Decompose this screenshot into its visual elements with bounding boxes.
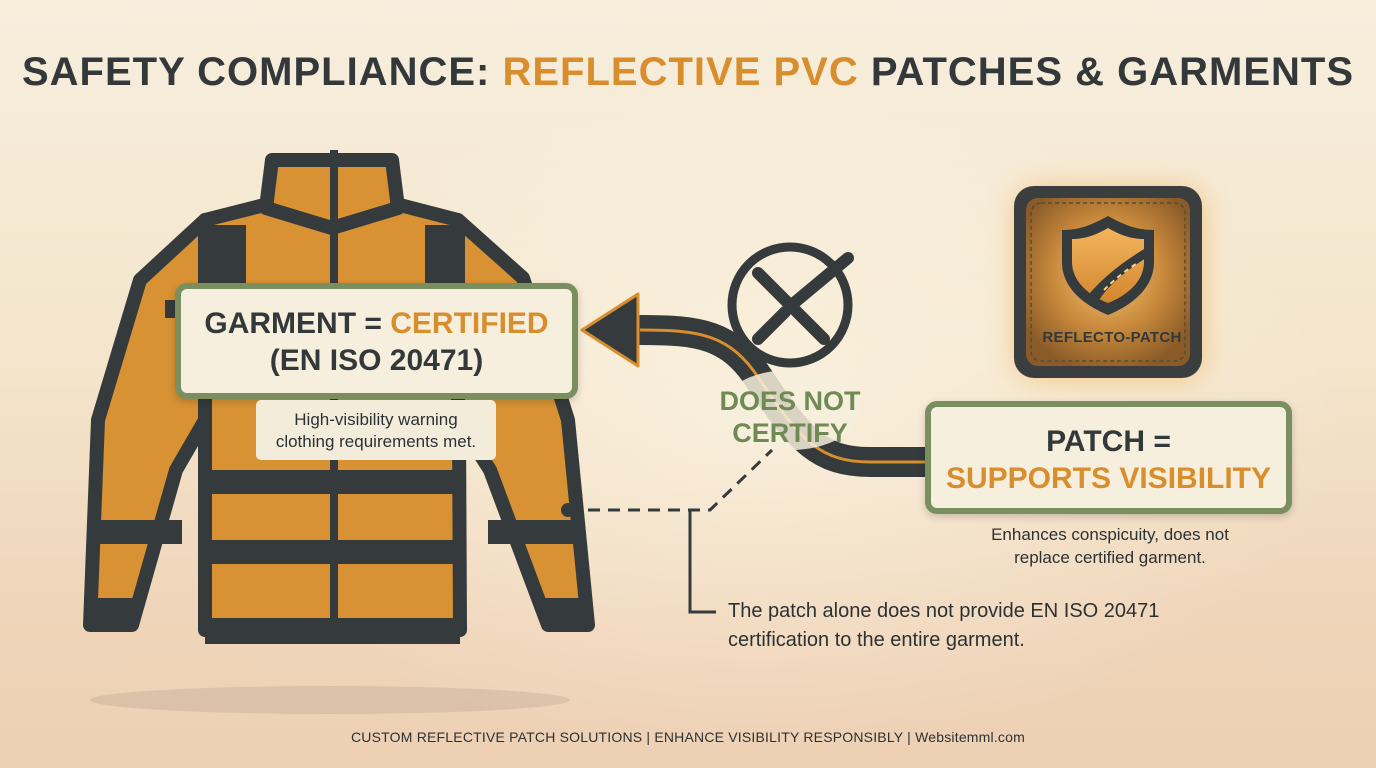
- callout-line2: certification to the entire garment.: [728, 629, 1025, 651]
- does-not-line2: CERTIFY: [732, 418, 848, 448]
- jacket-shadow: [90, 686, 570, 714]
- patch-badge-label: REFLECTO-PATCH: [1042, 329, 1182, 346]
- garment-note-line2: clothing requirements met.: [275, 432, 477, 451]
- patch-supports-box: PATCH = SUPPORTS VISIBILITY: [925, 401, 1292, 514]
- shield-road-icon: [1062, 216, 1154, 315]
- title-accent: REFLECTIVE PVC: [502, 50, 859, 94]
- garment-note-line1: High-visibility warning: [294, 410, 458, 429]
- patch-note-line1: Enhances conspicuity, does not: [991, 525, 1229, 544]
- patch-note-line2: replace certified garment.: [1014, 548, 1206, 567]
- garment-note: High-visibility warning clothing require…: [256, 400, 496, 460]
- garment-certified-box: GARMENT = CERTIFIED (EN ISO 20471): [175, 283, 578, 399]
- patch-box-line2: SUPPORTS VISIBILITY: [945, 462, 1272, 495]
- footer-text: CUSTOM REFLECTIVE PATCH SOLUTIONS | ENHA…: [351, 729, 1025, 745]
- garment-box-accent: CERTIFIED: [390, 307, 549, 340]
- callout-line1: The patch alone does not provide EN ISO …: [728, 600, 1160, 622]
- bracket-connector: [688, 510, 716, 614]
- arrow-fade: [720, 370, 860, 450]
- title-suffix: PATCHES & GARMENTS: [858, 50, 1355, 94]
- title-prefix: SAFETY COMPLIANCE:: [21, 50, 503, 94]
- garment-box-prefix: GARMENT =: [204, 307, 391, 340]
- patch-box-line1: PATCH =: [1046, 425, 1171, 458]
- patch-note: Enhances conspicuity, does not replace c…: [955, 523, 1265, 569]
- page-title: SAFETY COMPLIANCE: REFLECTIVE PVC PATCHE…: [0, 50, 1376, 95]
- garment-box-line1: GARMENT = CERTIFIED: [181, 305, 572, 342]
- does-not-line1: DOES NOT: [719, 386, 861, 416]
- callout-note: The patch alone does not provide EN ISO …: [728, 597, 1248, 655]
- dashed-connector: [568, 448, 774, 512]
- does-not-certify-label: DOES NOT CERTIFY: [690, 385, 890, 449]
- cross-check-icon: [727, 242, 854, 368]
- garment-box-line2: (EN ISO 20471): [269, 344, 484, 377]
